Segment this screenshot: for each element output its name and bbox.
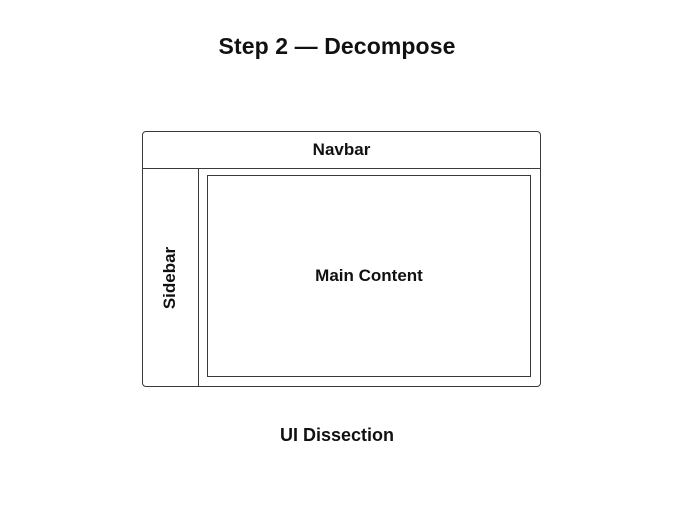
sidebar-label: Sidebar — [160, 246, 180, 309]
navbar-label: Navbar — [312, 140, 371, 159]
wireframe-container: Navbar Sidebar Main Content — [142, 131, 541, 387]
wireframe-body: Sidebar Main Content — [143, 169, 540, 386]
main-content-label: Main Content — [315, 266, 423, 285]
wireframe-content-region: Main Content — [199, 169, 540, 386]
page-title: Step 2 — Decompose — [218, 33, 456, 59]
wireframe-navbar: Navbar — [143, 132, 540, 169]
wireframe-main-content: Main Content — [207, 175, 531, 377]
wireframe-sidebar: Sidebar — [143, 169, 199, 386]
slide-caption: UI Dissection — [279, 425, 395, 445]
